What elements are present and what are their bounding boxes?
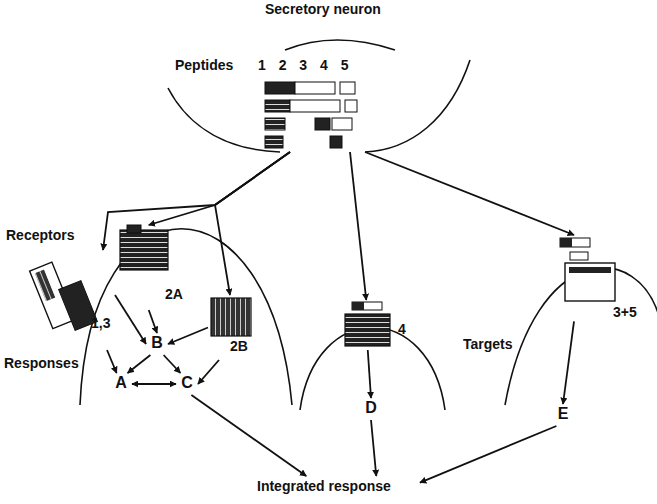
target-cell-membrane — [80, 229, 292, 405]
response-letter: B — [146, 333, 168, 355]
response-label: C — [176, 374, 198, 392]
region-label: Targets — [462, 337, 514, 352]
node-label: 1 2 3 4 5 — [258, 58, 349, 73]
connector-arrow — [128, 355, 151, 373]
connector-arrow — [149, 152, 290, 225]
region-label: Receptors — [5, 228, 75, 243]
response-label: E — [552, 405, 574, 423]
bound-peptide — [352, 302, 364, 310]
peptide-bar — [332, 118, 352, 130]
node-shape — [170, 2, 470, 152]
connector-arrow — [365, 152, 574, 235]
connector-arrow — [350, 152, 366, 300]
connector-arrow — [115, 295, 146, 344]
receptor-symbol — [345, 314, 390, 346]
connector-arrow — [371, 420, 376, 476]
connector-arrow — [107, 350, 117, 373]
bound-peptide — [352, 302, 382, 310]
bound-peptide — [127, 225, 141, 233]
node-label: Peptides — [175, 58, 233, 73]
receptor: 3+5 — [555, 235, 650, 321]
connector-arrow — [191, 395, 306, 476]
neuron-membrane — [365, 60, 470, 152]
receptor-symbol — [565, 263, 615, 301]
peptide-bar — [265, 136, 283, 148]
peptide-bar — [290, 100, 340, 112]
peptide-bar — [330, 136, 342, 148]
secretory-neuron: Secretory neuronPeptides 1 2 3 4 5 — [170, 2, 470, 152]
region-label: Responses — [3, 356, 80, 371]
bound-peptide — [570, 252, 588, 260]
connector-arrow — [215, 152, 290, 295]
receptor: 2A — [115, 225, 190, 310]
connector-arrow — [563, 321, 574, 404]
connector-arrow — [149, 310, 157, 333]
peptide-bar — [265, 82, 295, 94]
node-label: Integrated response — [257, 479, 391, 494]
peptide-bar — [295, 82, 335, 94]
node-label: 4 — [398, 322, 406, 337]
peptide-bar — [340, 82, 355, 94]
receptor: 2B — [208, 295, 263, 360]
bound-peptide — [560, 238, 572, 247]
node-label: 2A — [165, 287, 183, 302]
response-label: D — [360, 399, 382, 417]
response-letter: D — [360, 398, 382, 420]
peptide-bar — [265, 118, 285, 130]
grouping-arc — [285, 40, 395, 50]
connector-arrow — [132, 383, 176, 385]
receptor-symbol — [569, 267, 611, 273]
receptor-symbol — [35, 270, 56, 302]
integrated-response: Integrated response — [245, 476, 420, 498]
response-label: A — [110, 374, 132, 392]
response-letter: A — [110, 373, 132, 395]
peptide-bar — [265, 100, 290, 112]
peptide-bar — [345, 100, 357, 112]
response-label: B — [146, 334, 168, 352]
node-shape — [35, 250, 115, 350]
node-label: 3+5 — [613, 305, 637, 320]
receptor: 1,3 — [35, 250, 115, 350]
node-label: Secretory neuron — [265, 2, 381, 17]
receptor-symbol — [120, 230, 168, 270]
connector-arrow — [164, 355, 181, 373]
connector-arrow — [368, 350, 371, 398]
node-label: 2B — [230, 339, 248, 354]
receptor: 4 — [340, 300, 415, 350]
peptide-bar — [315, 118, 330, 130]
neuron-membrane — [168, 88, 280, 152]
connector-arrow — [420, 426, 556, 483]
response-letter: E — [552, 404, 574, 426]
bound-peptide — [560, 238, 590, 247]
response-letter: C — [176, 373, 198, 395]
node-label: 1,3 — [91, 316, 110, 331]
receptor-symbol — [211, 298, 251, 336]
connector-arrow — [168, 328, 208, 345]
connector-arrow — [198, 360, 219, 384]
